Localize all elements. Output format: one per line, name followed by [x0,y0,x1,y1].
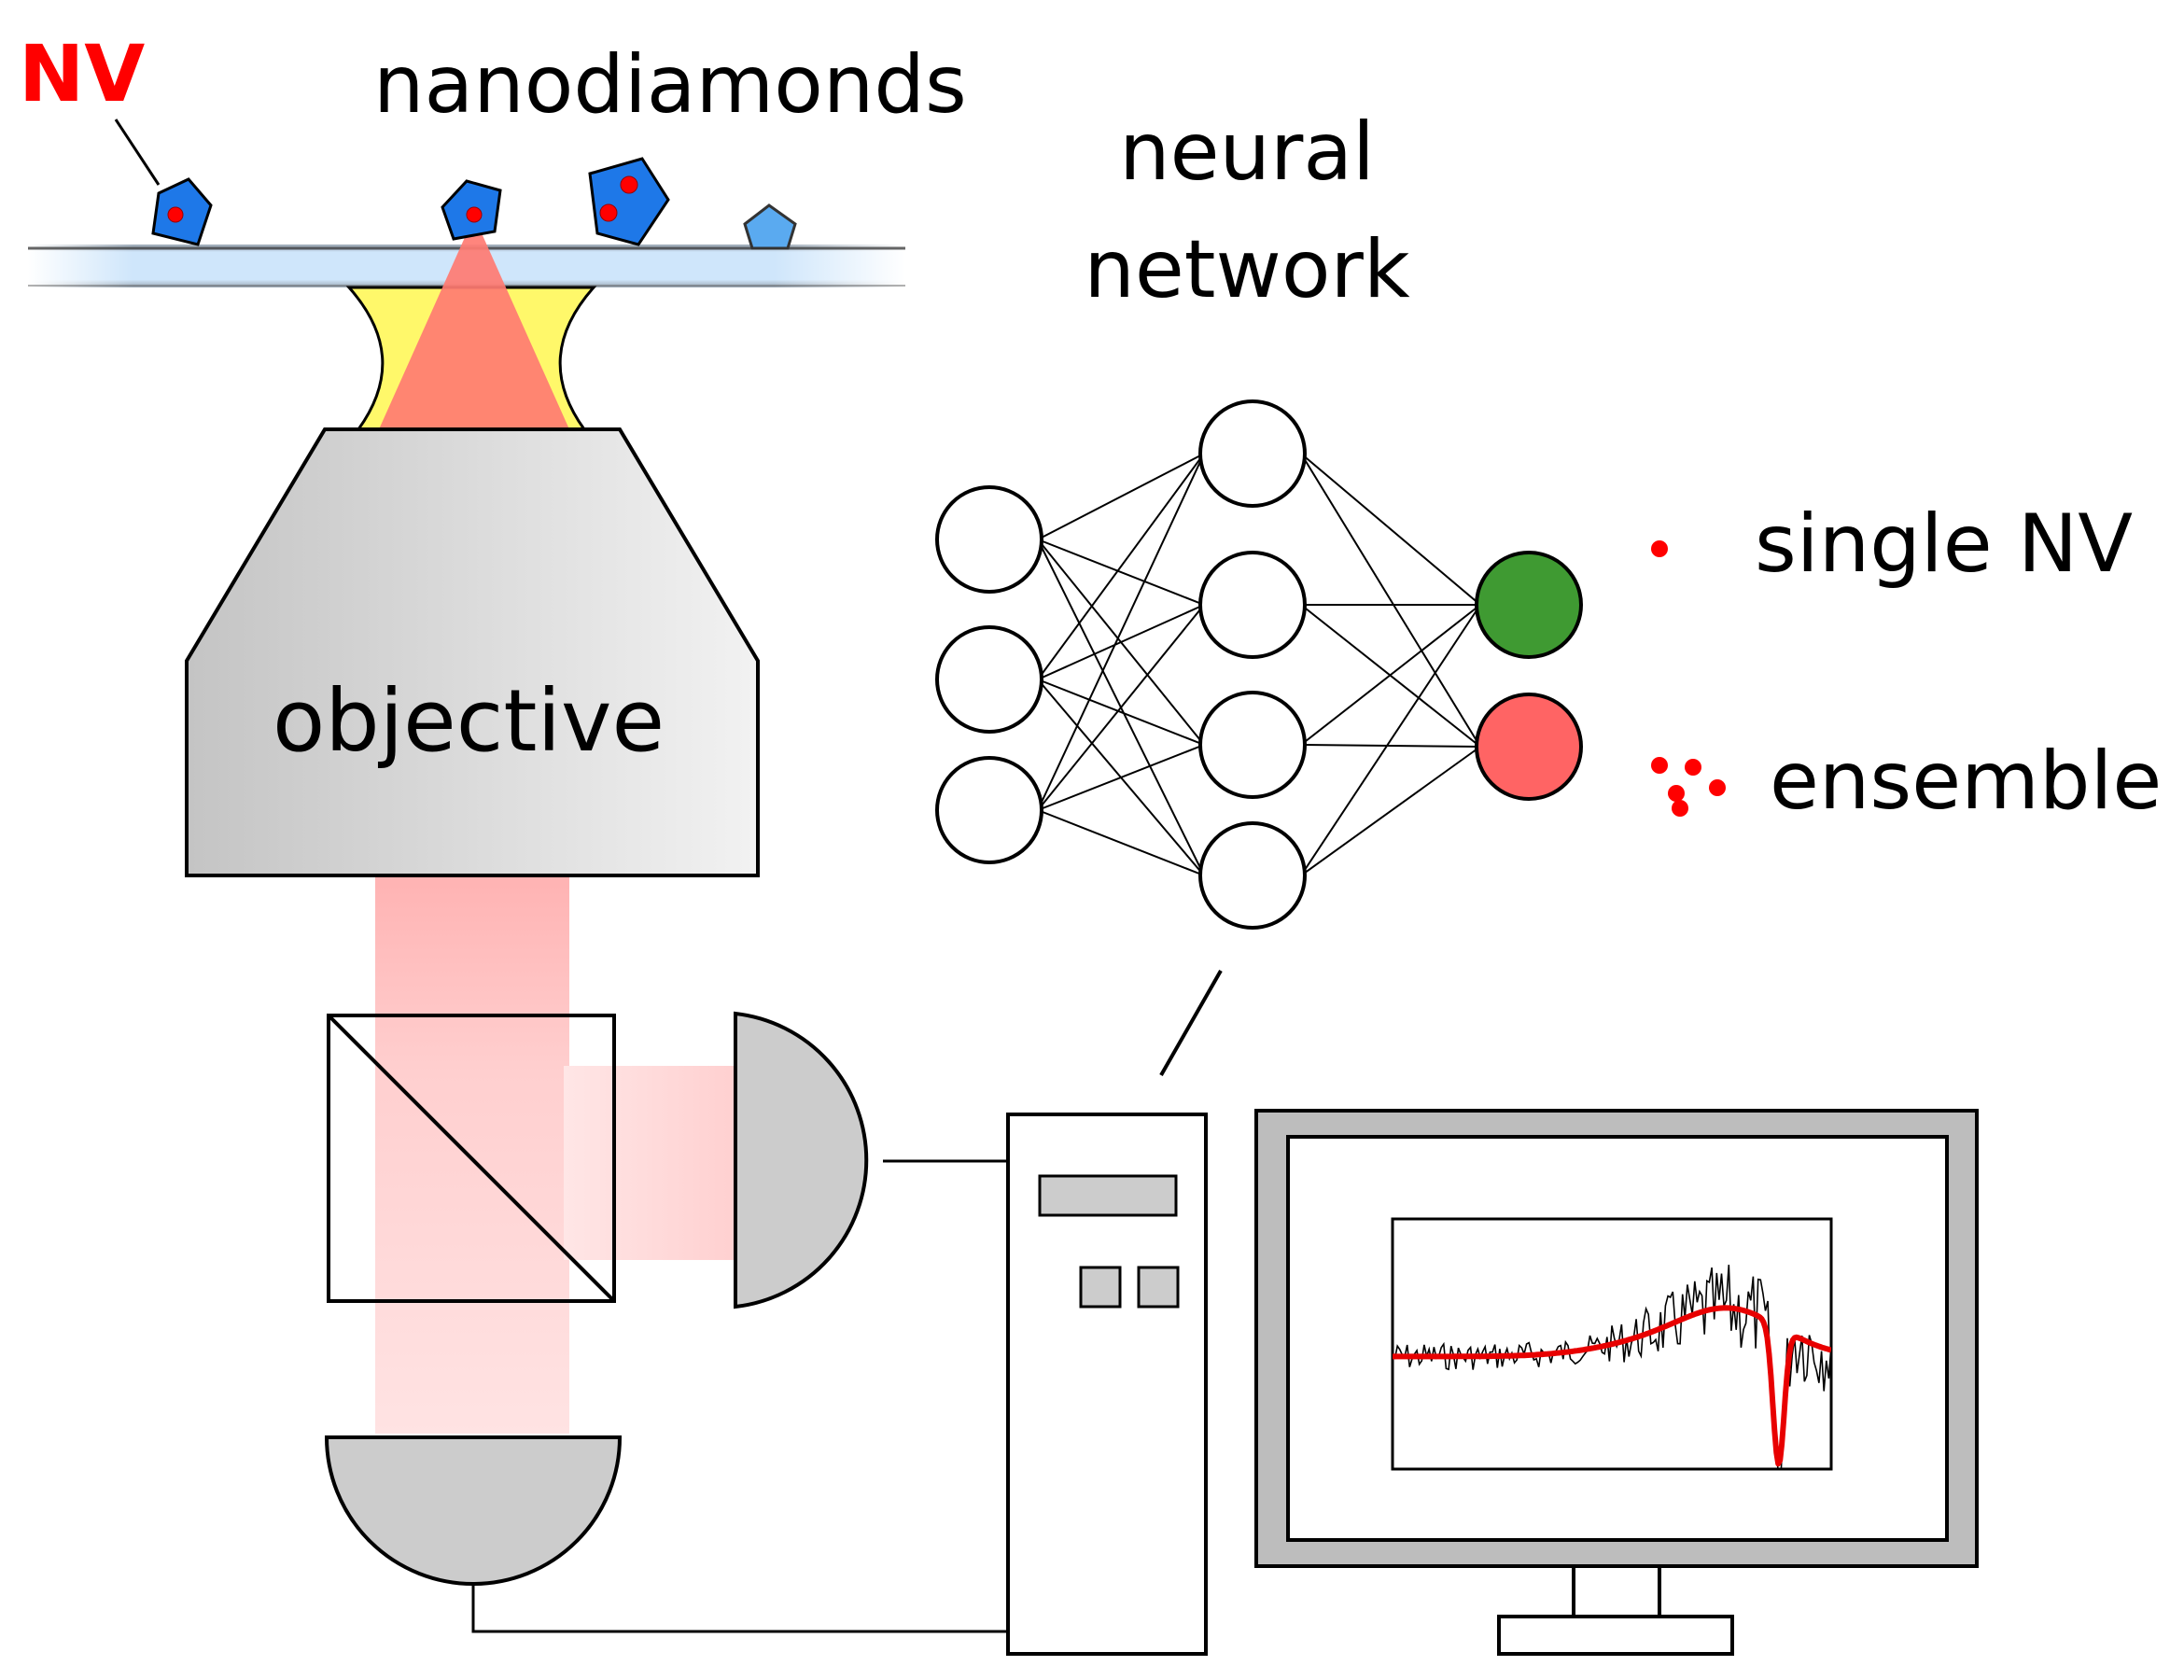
drive-bay [1038,1174,1178,1217]
nv-center [466,206,483,223]
laser-beam-vertical [375,877,569,1434]
network-connections [1037,453,1481,876]
laser-beam-horizontal [564,1066,735,1260]
ensemble-dots [1651,757,1726,817]
beam-splitter [327,1014,616,1303]
hidden-node [1198,399,1307,508]
cable-bottom-detector [471,1584,1008,1633]
spectrum-fit [1393,1305,1831,1467]
network-edge [1300,744,1481,748]
monitor-base [1497,1615,1734,1656]
network-edge [1300,453,1481,748]
detector-bottom [324,1435,623,1586]
network-edge [1300,604,1481,746]
laser-cone [379,217,569,429]
single-nv-label: single NV [1755,497,2133,591]
hidden-node [1198,551,1307,659]
network-edge [1037,453,1205,540]
nanodiamonds-label: nanodiamonds [373,38,967,132]
hidden-node [1198,821,1307,930]
neural-network-label-line1: neural [1119,105,1375,199]
nv-center [620,175,638,194]
network-edge [1037,679,1205,746]
input-node [935,485,1043,594]
network-edge [1300,604,1481,876]
monitor-neck [1572,1564,1661,1618]
network-edge [1300,453,1481,606]
nv-center [599,203,618,222]
output-node-ensemble [1475,693,1583,801]
input-node [935,625,1043,734]
network-edge [1037,744,1205,811]
network-edge [1037,453,1205,811]
output-node-single-nv [1475,551,1583,659]
network-edge [1037,604,1205,680]
network-edge [1300,746,1481,876]
ensemble-label: ensemble [1770,735,2162,828]
network-edge [1037,453,1205,680]
nanodiamond-3 [588,157,670,246]
nanodiamond-2 [441,179,502,241]
zoom-line [1159,970,1223,1076]
network-edge [1037,604,1205,811]
nv-pointer-line [114,119,161,186]
nv-label: NV [19,28,145,119]
objective [185,427,760,877]
spectrum-plot [1391,1217,1833,1471]
network-edge [1037,539,1205,606]
nanodiamond-1 [151,177,213,246]
tower-button-2 [1137,1266,1180,1309]
single-nv-dot [1651,540,1668,557]
spectrum-data [1393,1265,1831,1469]
network-edge [1037,809,1205,876]
input-node [935,756,1043,864]
tower-button-1 [1079,1266,1122,1309]
network-nodes [935,399,1583,930]
hidden-node [1198,691,1307,799]
neural-network-label-line2: network [1084,223,1409,316]
nv-center [167,206,184,223]
nanodiamond-4 [743,203,797,250]
objective-label: objective [273,671,665,771]
computer-tower [1006,1113,1208,1656]
detector-side [734,1011,869,1309]
